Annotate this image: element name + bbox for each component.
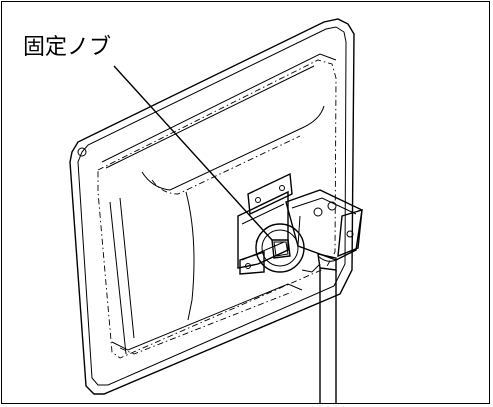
monitor-mount-illustration bbox=[69, 18, 363, 403]
fixing-knob bbox=[255, 223, 305, 273]
fixing-knob-callout-label: 固定ノブ bbox=[23, 35, 112, 60]
stand-pole bbox=[319, 268, 337, 403]
monitor-back bbox=[69, 18, 355, 395]
callout-leader-line bbox=[113, 65, 273, 241]
